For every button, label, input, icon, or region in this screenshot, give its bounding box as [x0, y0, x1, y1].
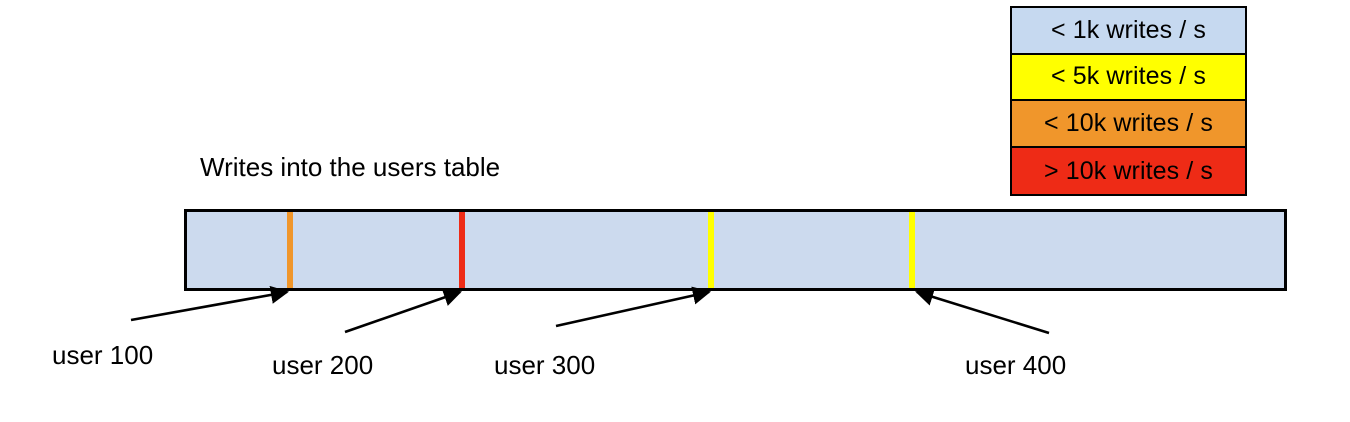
callout-label-user-200: user 200	[272, 350, 374, 380]
legend-row-over-10k: > 10k writes / s	[1012, 147, 1245, 195]
divider-user-300	[708, 212, 714, 288]
legend-row-under-1k: < 1k writes / s	[1012, 8, 1245, 55]
users-table-bar	[184, 209, 1287, 291]
legend: < 1k writes / s < 5k writes / s < 10k wr…	[1010, 6, 1247, 197]
callout-label-user-400: user 400	[965, 350, 1067, 380]
legend-row-under-5k: < 5k writes / s	[1012, 54, 1245, 102]
divider-user-400	[909, 212, 915, 288]
divider-user-100	[287, 212, 293, 288]
callout-label-user-300: user 300	[494, 350, 596, 380]
arrow-user-300	[555, 286, 712, 328]
legend-row-under-10k: < 10k writes / s	[1012, 101, 1245, 148]
legend-label-under-1k: < 1k writes / s	[1050, 15, 1206, 44]
legend-label-under-10k: < 10k writes / s	[1043, 108, 1214, 137]
arrow-user-400	[915, 288, 1050, 335]
chart-title: Writes into the users table	[200, 152, 501, 182]
divider-user-200	[459, 212, 465, 288]
arrow-user-200	[344, 288, 462, 334]
legend-label-under-5k: < 5k writes / s	[1050, 62, 1206, 91]
callout-label-user-100: user 100	[52, 340, 154, 370]
arrow-user-100	[130, 285, 290, 322]
legend-label-over-10k: > 10k writes / s	[1043, 156, 1214, 185]
